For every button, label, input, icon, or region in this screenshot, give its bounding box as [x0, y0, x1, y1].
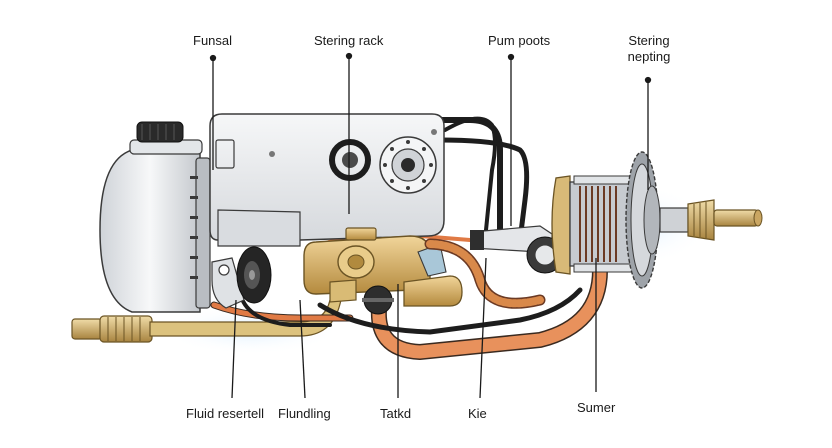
steering-gear-assembly — [470, 151, 661, 289]
leader-lines — [209, 52, 652, 399]
label-pum-poots: Pum poots — [488, 33, 551, 48]
label-funsal: Funsal — [193, 33, 233, 48]
label-fluid-resertell: Fluid resertell — [186, 406, 265, 421]
braided-hose — [424, 238, 546, 309]
fluid-reservoir — [99, 121, 211, 313]
label-flundling: Flundling — [278, 406, 331, 421]
mounting-bracket — [211, 246, 272, 309]
label-stering: Stering — [628, 33, 670, 48]
pressure-ring — [329, 136, 437, 194]
label-sumer: Sumer — [577, 400, 616, 415]
label-kie: Kie — [468, 406, 487, 421]
main-housing — [209, 113, 445, 247]
label-tatkd: Tatkd — [380, 406, 412, 421]
label-stering-rack: Stering rack — [314, 33, 384, 48]
label-nepting: nepting — [627, 49, 671, 64]
output-shaft — [659, 199, 763, 241]
